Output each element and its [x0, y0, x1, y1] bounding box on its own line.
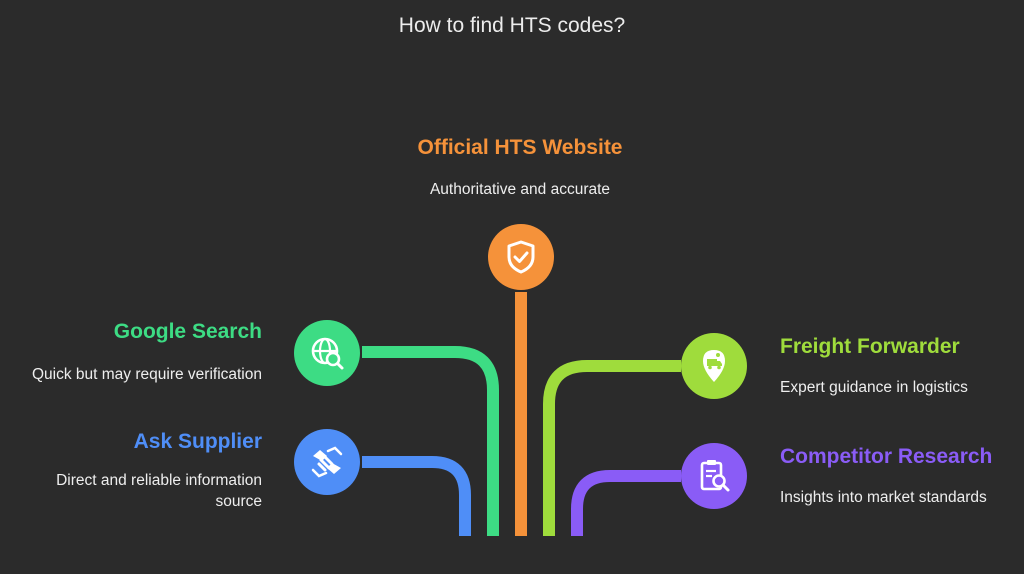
ask-supplier-description: Direct and reliable information source [56, 472, 262, 510]
competitor-research-heading: Competitor Research [780, 445, 993, 468]
freight-forwarder-heading: Freight Forwarder [780, 335, 960, 358]
google-search-heading: Google Search [113, 320, 262, 343]
google-search-node [294, 320, 360, 386]
ask-supplier-node [294, 429, 360, 495]
competitor-research-description: Insights into market standards [780, 489, 987, 506]
official-hts-node [488, 224, 554, 290]
official-hts-description: Authoritative and accurate [429, 181, 611, 198]
shield-check-icon [507, 240, 535, 274]
connector-google-search [362, 346, 499, 536]
handshake-icon [311, 446, 343, 478]
diagram-title: How to find HTS codes? [398, 14, 626, 37]
competitor-research-node [681, 443, 747, 509]
truck-location-icon [703, 350, 725, 382]
freight-forwarder-node [681, 333, 747, 399]
connector-ask-supplier [362, 456, 471, 536]
connector-freight-forwarder [543, 360, 681, 536]
official-hts-heading: Official HTS Website [417, 136, 623, 159]
google-search-description: Quick but may require verification [31, 366, 262, 383]
globe-search-icon [311, 337, 344, 370]
freight-forwarder-description: Expert guidance in logistics [780, 379, 968, 396]
connector-competitor-research [571, 470, 681, 536]
ask-supplier-heading: Ask Supplier [133, 430, 262, 453]
clipboard-search-icon [700, 460, 730, 492]
